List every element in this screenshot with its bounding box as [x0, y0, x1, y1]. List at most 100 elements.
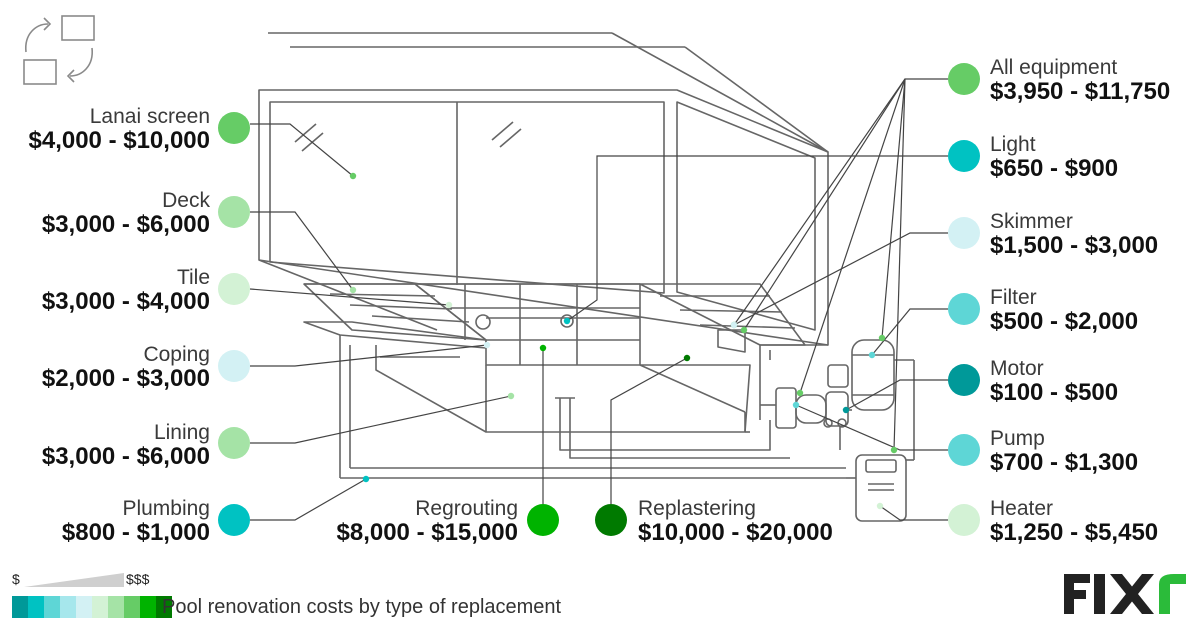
- label-tile: Tile $3,000 - $4,000: [42, 266, 210, 315]
- leader-line: [845, 379, 948, 411]
- anchor-dot: [349, 286, 357, 294]
- leader-line: [249, 288, 450, 306]
- legend-swatch: [156, 596, 172, 618]
- anchor-dot: [868, 351, 876, 359]
- coping-name: Coping: [143, 343, 210, 366]
- cost-legend: $ $$$ Pool renovation costs by type of r…: [12, 571, 612, 623]
- pump-price: $700 - $1,300: [990, 449, 1139, 477]
- fixr-logo: [1064, 574, 1186, 614]
- leader-line: [610, 357, 688, 504]
- legend-caption: Pool renovation costs by type of replace…: [162, 596, 562, 618]
- regrouting-marker: [527, 504, 559, 536]
- leader-line: [799, 78, 906, 394]
- leader-line: [743, 78, 906, 331]
- anchor-dot: [890, 446, 898, 454]
- motor-marker: [948, 364, 980, 396]
- all-equipment-marker: [948, 63, 980, 95]
- anchor-dot: [445, 301, 453, 309]
- filter-marker: [948, 293, 980, 325]
- leader-line: [795, 404, 948, 451]
- motor-price: $100 - $500: [990, 379, 1119, 407]
- anchor-dot: [796, 389, 804, 397]
- anchor-dot: [349, 172, 357, 180]
- anchor-dot: [362, 475, 370, 483]
- leader-lines: [249, 78, 948, 521]
- label-all-equipment: All equipment $3,950 - $11,750: [990, 56, 1170, 105]
- leader-line: [566, 155, 948, 322]
- legend-scale-wedge: [24, 573, 124, 587]
- light-marker: [948, 140, 980, 172]
- deck-name: Deck: [162, 189, 210, 212]
- plumbing-marker: [218, 504, 250, 536]
- label-lanai-screen: Lanai screen $4,000 - $10,000: [29, 105, 211, 154]
- legend-swatch: [12, 596, 28, 618]
- leader-line: [733, 232, 948, 326]
- all-equipment-name: All equipment: [990, 56, 1118, 79]
- plumbing-price: $800 - $1,000: [61, 519, 210, 547]
- legend-swatch: [44, 596, 60, 618]
- skimmer-price: $1,500 - $3,000: [990, 232, 1159, 260]
- label-filter: Filter $500 - $2,000: [990, 286, 1138, 335]
- legend-swatch: [92, 596, 108, 618]
- label-replastering: Replastering $10,000 - $20,000: [638, 497, 833, 546]
- leader-line: [250, 211, 354, 291]
- pool-structure-drawing: [258, 32, 915, 522]
- leader-line: [879, 505, 948, 521]
- tile-name: Tile: [176, 266, 210, 289]
- regrouting-price: $8,000 - $15,000: [336, 519, 519, 547]
- leader-line: [250, 478, 367, 521]
- lining-marker: [218, 427, 250, 459]
- legend-swatch: [124, 596, 140, 618]
- legend-swatch: [108, 596, 124, 618]
- pump-name: Pump: [990, 427, 1045, 450]
- label-coping: Coping $2,000 - $3,000: [42, 343, 210, 392]
- legend-low-label: $: [12, 571, 20, 587]
- motor-name: Motor: [990, 357, 1044, 380]
- leader-line: [733, 78, 948, 326]
- leader-line: [250, 344, 488, 367]
- skimmer-name: Skimmer: [990, 210, 1073, 233]
- legend-swatch: [60, 596, 76, 618]
- label-deck: Deck $3,000 - $6,000: [42, 189, 210, 238]
- filter-price: $500 - $2,000: [990, 308, 1139, 336]
- swap-arrows-icon: [23, 15, 95, 85]
- light-price: $650 - $900: [990, 155, 1119, 183]
- deck-marker: [218, 196, 250, 228]
- filter-name: Filter: [990, 286, 1037, 309]
- label-plumbing: Plumbing $800 - $1,000: [62, 497, 210, 546]
- lining-price: $3,000 - $6,000: [41, 443, 210, 471]
- leader-line: [893, 78, 906, 451]
- replastering-name: Replastering: [638, 497, 756, 520]
- anchor-dot: [876, 502, 884, 510]
- pump-marker: [948, 434, 980, 466]
- lanai-screen-marker: [218, 112, 250, 144]
- heater-name: Heater: [990, 497, 1054, 520]
- lanai-screen-name: Lanai screen: [89, 105, 210, 128]
- anchor-dot: [507, 392, 515, 400]
- legend-swatches: [12, 596, 172, 618]
- legend-swatch: [28, 596, 44, 618]
- anchor-points: [349, 172, 898, 510]
- coping-marker: [218, 350, 250, 382]
- label-heater: Heater $1,250 - $5,450: [990, 497, 1158, 546]
- legend-high-label: $$$: [126, 571, 150, 587]
- anchor-dot: [539, 344, 547, 352]
- anchor-dot: [683, 354, 691, 362]
- regrouting-name: Regrouting: [415, 497, 518, 520]
- anchor-dot: [483, 341, 491, 349]
- lining-name: Lining: [153, 421, 210, 444]
- light-name: Light: [990, 133, 1036, 156]
- deck-price: $3,000 - $6,000: [41, 211, 210, 239]
- plumbing-name: Plumbing: [122, 497, 210, 520]
- label-light: Light $650 - $900: [990, 133, 1118, 182]
- all-equipment-price: $3,950 - $11,750: [990, 78, 1171, 106]
- legend-swatch: [76, 596, 92, 618]
- anchor-dot: [740, 326, 748, 334]
- heater-price: $1,250 - $5,450: [990, 519, 1159, 547]
- label-regrouting: Regrouting $8,000 - $15,000: [337, 497, 519, 546]
- legend-swatch: [140, 596, 156, 618]
- leader-line: [881, 78, 906, 339]
- label-pump: Pump $700 - $1,300: [990, 427, 1138, 476]
- anchor-dot: [842, 406, 850, 414]
